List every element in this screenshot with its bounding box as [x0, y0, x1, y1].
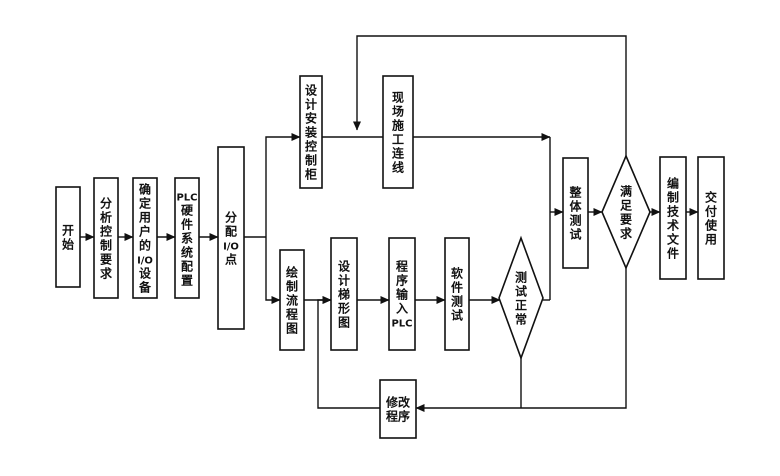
process-box — [299, 75, 323, 189]
node-label: 编制技术文件 — [666, 176, 680, 261]
process-box — [93, 177, 119, 299]
process-box — [562, 157, 589, 269]
arrow-split-cabinet — [265, 133, 301, 237]
node-label: 绘制流程图 — [286, 265, 298, 336]
node-modify: 修改程序 — [379, 379, 417, 439]
node-label: 整体测试 — [568, 185, 582, 242]
node-analyze: 分析控制要求 — [93, 177, 119, 299]
decision-diamond — [498, 235, 544, 361]
node-overall: 整体测试 — [562, 157, 589, 269]
process-box — [382, 75, 414, 189]
node-label: 测试正常 — [515, 270, 527, 327]
process-box — [444, 237, 470, 351]
process-box — [697, 156, 725, 280]
connectors — [80, 35, 699, 412]
node-deliver: 交付使用 — [697, 156, 725, 280]
process-box — [174, 177, 200, 299]
arrow-meet-feedback-top — [353, 35, 627, 157]
process-box — [279, 249, 305, 351]
process-box — [330, 237, 358, 351]
node-meet: 满足要求 — [601, 153, 651, 271]
process-box — [217, 146, 245, 330]
node-label: 设计梯形图 — [338, 259, 351, 330]
node-label: 开始 — [62, 224, 74, 252]
node-wiring: 现场施工连线 — [382, 75, 414, 189]
process-box — [388, 237, 416, 351]
node-docs: 编制技术文件 — [659, 156, 687, 280]
node-label: 现场施工连线 — [392, 91, 405, 175]
node-start: 开始 — [55, 186, 81, 288]
node-flow: 绘制流程图 — [279, 249, 305, 351]
process-box — [55, 186, 81, 288]
node-test-ok: 测试正常 — [498, 235, 544, 361]
node-label: 满足要求 — [620, 184, 633, 241]
process-box — [659, 156, 687, 280]
node-label: 设计安装控制柜 — [304, 83, 318, 182]
node-label: 分析控制要求 — [100, 196, 113, 281]
process-box — [132, 177, 158, 299]
arrow-modify-ladder — [317, 296, 380, 409]
arrow-split-flow — [265, 237, 281, 304]
node-label: 软件测试 — [451, 266, 463, 323]
node-cabinet: 设计安装控制柜 — [299, 75, 323, 189]
decision-diamond — [601, 153, 651, 271]
arrow-meet-feedback-modify — [415, 268, 627, 412]
node-label: 修改程序 — [385, 395, 411, 424]
node-ladder: 设计梯形图 — [330, 237, 358, 351]
process-box — [379, 379, 417, 439]
node-label: 交付使用 — [704, 190, 718, 247]
node-softtest: 软件测试 — [444, 237, 470, 351]
